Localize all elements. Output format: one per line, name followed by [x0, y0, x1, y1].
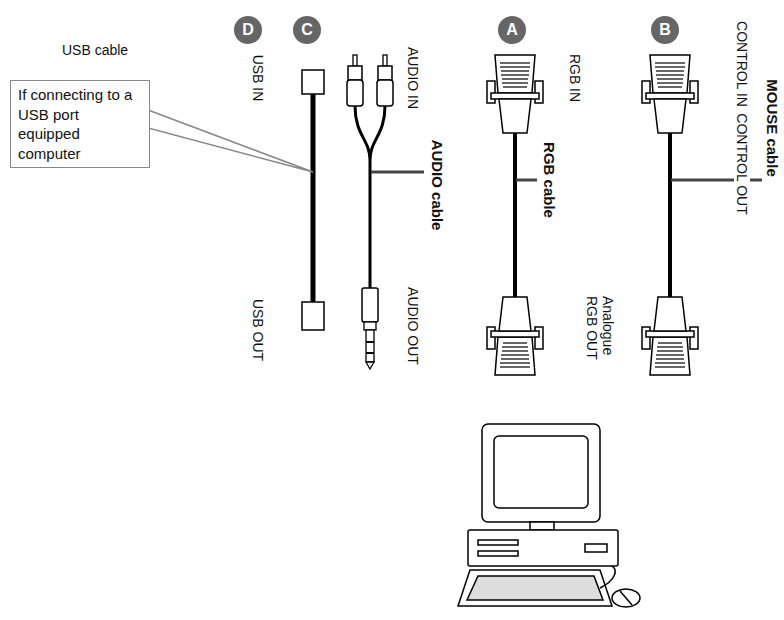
port-label: USB IN [250, 55, 266, 102]
port-label: AUDIO IN [405, 47, 421, 109]
callout-letter: D [234, 16, 262, 44]
port-label: Analogue RGB OUT [584, 296, 616, 378]
callout-letter: B [651, 16, 679, 44]
node-text: D [242, 21, 254, 39]
port-label: USB OUT [250, 299, 266, 361]
port-label: CONTROL OUT [734, 111, 750, 216]
computer-illustration [458, 424, 640, 607]
cable-label: AUDIO cable [428, 140, 445, 231]
port-label: CONTROL IN [734, 21, 750, 107]
callout-letter: C [293, 16, 321, 44]
port-label: RGB IN [567, 54, 583, 102]
callout-letter: A [498, 16, 526, 44]
node-text: If connecting to a USB port equipped com… [18, 85, 142, 163]
node-text: A [506, 21, 518, 39]
cable-label: MOUSE cable [763, 79, 780, 177]
node-text: B [659, 21, 671, 39]
port-label: AUDIO OUT [405, 287, 421, 365]
cable-label: RGB cable [540, 142, 557, 218]
node-text: C [301, 21, 313, 39]
cable-label: USB cable [62, 42, 128, 58]
callout-note: If connecting to a USB port equipped com… [10, 80, 150, 168]
